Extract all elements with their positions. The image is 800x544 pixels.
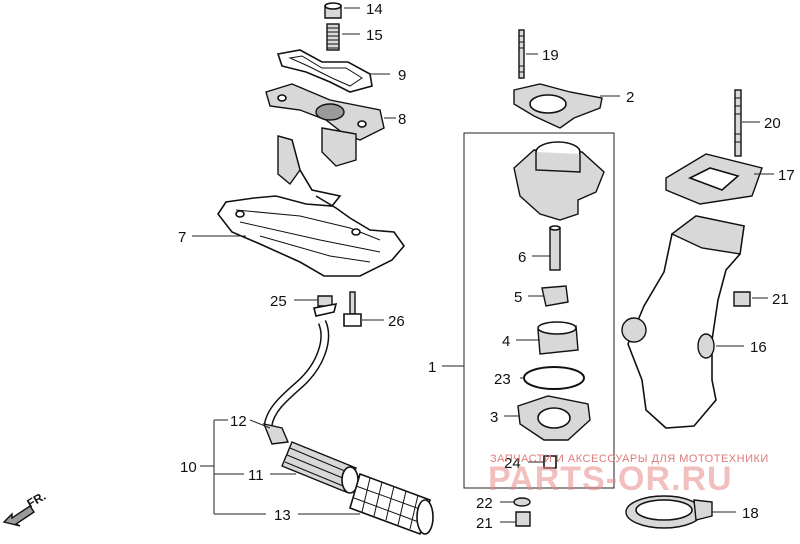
leader-lines (192, 7, 774, 523)
watermark-brand: PARTS-OR.RU (488, 460, 733, 498)
part-21-nut-lower (515, 511, 531, 527)
pump-group-box (463, 132, 615, 489)
label-12: 12 (230, 413, 247, 430)
part-11-strainer (281, 441, 359, 494)
label-21-right: 21 (772, 291, 789, 308)
part-22-washer (513, 497, 531, 507)
part-4-impeller (537, 321, 579, 355)
part-16-exhaust (621, 215, 745, 429)
part-18-ring (625, 495, 713, 529)
label-7: 7 (178, 229, 186, 246)
part-20-stud (734, 89, 742, 157)
part-7-plate (217, 135, 406, 277)
label-9: 9 (398, 67, 406, 84)
part-6-shaft (549, 225, 561, 271)
part-labels: 14 15 9 8 7 25 26 12 10 11 13 19 2 1 6 5… (178, 1, 795, 532)
watermark-tagline: ЗАПЧАСТИ И АКСЕССУАРЫ ДЛЯ МОТОТЕХНИКИ (490, 453, 769, 465)
label-19: 19 (542, 47, 559, 64)
front-arrow-icon: FR. (2, 489, 48, 527)
label-17: 17 (778, 167, 795, 184)
part-5-key (541, 285, 569, 307)
label-18: 18 (742, 505, 759, 522)
part-9-gasket (276, 49, 373, 93)
label-1: 1 (428, 359, 436, 376)
part-15-spring (326, 23, 340, 51)
label-5: 5 (514, 289, 522, 306)
label-15: 15 (366, 27, 383, 44)
pump-housing (513, 141, 605, 221)
part-13-cage (349, 472, 434, 536)
label-3: 3 (490, 409, 498, 426)
part-12-hose (262, 320, 330, 445)
part-3-cover (517, 395, 591, 441)
label-16: 16 (750, 339, 767, 356)
label-14: 14 (366, 1, 383, 18)
label-13: 13 (274, 507, 291, 524)
part-24-bolt (543, 455, 557, 469)
label-23: 23 (494, 371, 511, 388)
label-24: 24 (504, 455, 521, 472)
label-20: 20 (764, 115, 781, 132)
part-2-gasket (513, 83, 603, 129)
label-11: 11 (248, 467, 264, 484)
part-17-gasket (665, 153, 763, 205)
label-2: 2 (626, 89, 634, 106)
part-26-bolt (343, 291, 362, 327)
label-21-lower: 21 (476, 515, 493, 532)
label-6: 6 (518, 249, 526, 266)
label-25: 25 (270, 293, 287, 310)
watermark: ЗАПЧАСТИ И АКСЕССУАРЫ ДЛЯ МОТОТЕХНИКИ PA… (488, 453, 769, 498)
part-8-cover (265, 83, 385, 167)
part-25-clip (313, 295, 338, 317)
label-22: 22 (476, 495, 493, 512)
part-21-nut-right (733, 291, 751, 307)
part-19-stud (518, 29, 525, 79)
label-4: 4 (502, 333, 510, 350)
part-14-cap (324, 2, 342, 19)
part-23-oring (523, 366, 585, 390)
label-26: 26 (388, 313, 405, 330)
label-8: 8 (398, 111, 406, 128)
label-10: 10 (180, 459, 197, 476)
